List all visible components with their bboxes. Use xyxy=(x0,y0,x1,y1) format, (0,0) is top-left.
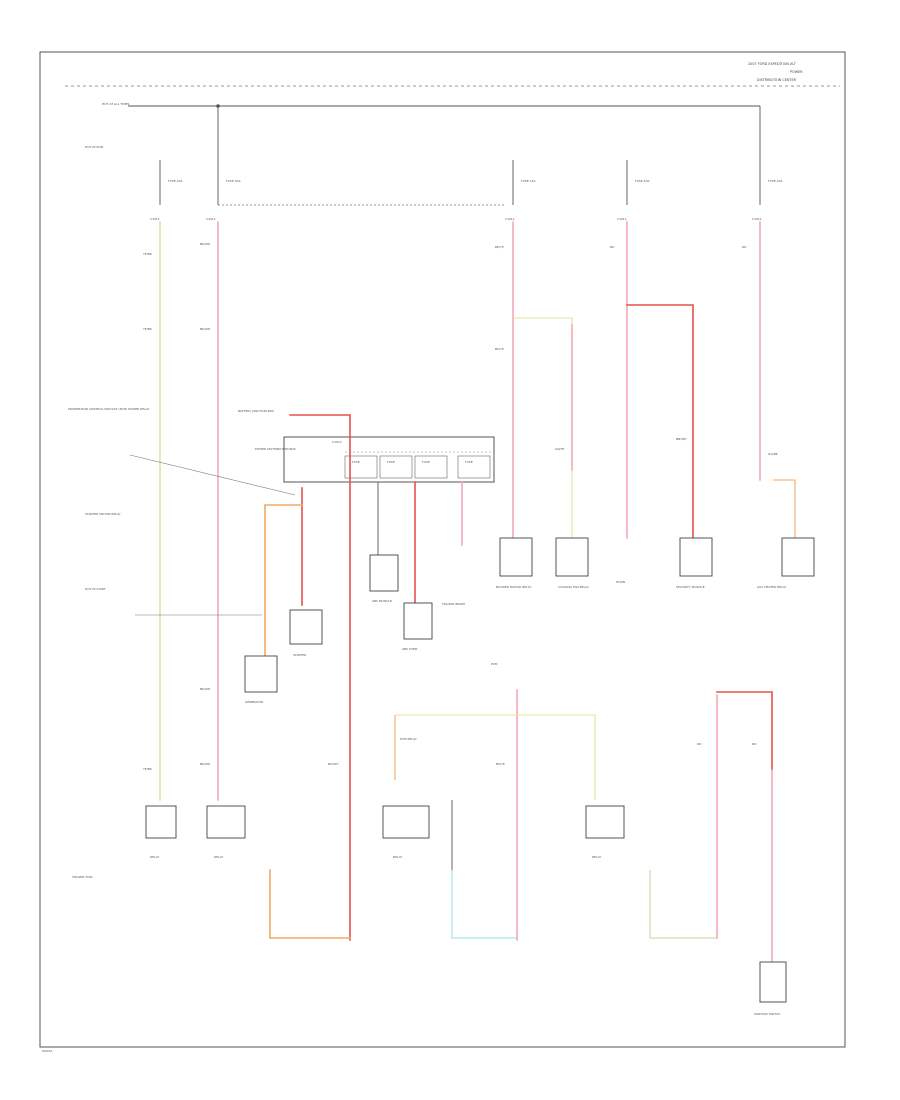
aux-heater-component xyxy=(781,537,815,577)
wire-red-junction-feed xyxy=(289,414,351,941)
fuse-2-label: FUSE 30A xyxy=(226,179,241,183)
wire-orange-bottom-loop xyxy=(269,869,351,939)
aux-heater-label: AUX HEATER RELAY xyxy=(757,585,787,589)
footer-code: W0001 xyxy=(42,1049,53,1053)
fuse-3-label: FUSE 15A xyxy=(521,179,536,183)
junction-sub: C1012 xyxy=(332,440,342,444)
wire-code-lower-6: RD xyxy=(752,742,757,746)
relay-a-label: RELAY xyxy=(150,855,160,859)
fuse-column-2: FUSE 30A C1011 xyxy=(206,165,241,221)
wire-cyan-bottom-loop xyxy=(451,870,517,939)
wire-code-lower-4: BK/YE xyxy=(496,762,505,766)
fuse-4-conn: C1011 xyxy=(617,217,627,221)
wire-code-col3-2: BK/YE xyxy=(495,347,504,351)
wire-code-lower-1: BU/WH xyxy=(328,762,339,766)
header-line-1: 2007 FORD EXPEDITION XLT xyxy=(748,62,797,66)
wire-code-left-2: YE/BK xyxy=(143,327,153,331)
wire-code-col2-2: BK/WH xyxy=(200,327,210,331)
wire-code-lower-2: BK/WH xyxy=(200,762,210,766)
fuse-3-conn: C1011 xyxy=(505,217,515,221)
diagram-frame xyxy=(39,51,846,1048)
hot-at-all-times-label: HOT AT ALL TIMES xyxy=(102,102,130,106)
wire-orange-col-5b xyxy=(773,479,796,538)
bus-node xyxy=(216,104,220,108)
abs-pump-component xyxy=(403,602,433,640)
junction-title: POWER DISTRIBUTION BOX xyxy=(255,447,296,451)
trailer-tow-note: TRAILER TOW xyxy=(71,875,93,879)
pcm-label: PCM xyxy=(491,662,498,666)
abs-pump-label: ABS PUMP xyxy=(402,647,418,651)
wire-code-col5-2: OG/BK xyxy=(768,452,779,456)
wire-red-right-top xyxy=(716,691,773,771)
wire-code-lower-3: YE/BK xyxy=(143,767,153,771)
fuse-column-4: FUSE 40A C1011 xyxy=(617,160,650,221)
fuse-5-label: FUSE 20A xyxy=(768,179,783,183)
relay-a-component xyxy=(145,805,177,839)
junction-cell-4: FUSE xyxy=(465,460,473,464)
wire-red-col-4b xyxy=(626,304,694,539)
cooling-fan-component xyxy=(555,537,589,577)
hot-in-run-label: HOT IN RUN xyxy=(85,145,103,149)
generator-component xyxy=(244,655,278,693)
header-line-3: DISTRIBUTION CENTER xyxy=(757,78,797,82)
wire-orange-generator xyxy=(264,504,303,656)
relay-b-label: RELAY xyxy=(214,855,224,859)
wire-code-col3-3: GN/YE xyxy=(555,447,564,451)
starter-component xyxy=(289,609,323,645)
left-note-1-leader xyxy=(129,454,296,496)
abs-module-component xyxy=(369,554,399,592)
cooling-fan-label: COOLING FAN RELAY xyxy=(558,585,589,589)
fuse-column-3: FUSE 15A C1011 xyxy=(505,160,536,221)
fuse-column-1: FUSE 20A C1011 xyxy=(150,160,183,221)
header-line-2: POWER xyxy=(790,70,803,74)
left-note-3: HOT IN START xyxy=(85,587,106,591)
left-note-2: STARTER MOTOR RELAY xyxy=(85,512,121,516)
fuse-1-label: FUSE 20A xyxy=(168,179,183,183)
junction-feed-label: BATTERY JUNCTION BOX xyxy=(238,409,274,413)
junction-cells: FUSE FUSE FUSE FUSE xyxy=(344,455,491,479)
pcm-relay-note: PCM RELAY xyxy=(400,737,417,741)
fuse-1-conn: C1011 xyxy=(150,217,160,221)
relay-c-component xyxy=(382,805,430,839)
ignition-switch-component xyxy=(759,961,787,1003)
relay-d-label: RELAY xyxy=(592,855,602,859)
junction-cell-3: FUSE xyxy=(422,460,430,464)
wire-code-col3-1: BK/YE xyxy=(495,245,504,249)
generator-label: GENERATOR xyxy=(245,700,263,704)
wire-code-col4-1: RD xyxy=(610,245,615,249)
wire-code-col2-3: BK/WH xyxy=(200,687,210,691)
wire-code-col5-1: RD xyxy=(742,245,747,249)
relay-c-label: RELAY xyxy=(393,855,403,859)
wire-code-lower-5: RD xyxy=(697,742,702,746)
junction-cell-2: FUSE xyxy=(387,460,395,464)
fuse-column-5: FUSE 20A C1011 xyxy=(752,165,783,221)
fuse-4-label: FUSE 40A xyxy=(635,179,650,183)
fuse-2-conn: C1011 xyxy=(206,217,216,221)
blower-relay-component xyxy=(499,537,533,577)
wire-olive-bottom-loop xyxy=(649,870,717,939)
wire-yellow-col-3b xyxy=(513,317,573,538)
left-note-1: POWERTRAIN CONTROL MODULE (PCM) POWER RE… xyxy=(68,407,150,411)
junction-box xyxy=(283,436,495,483)
starter-label: STARTER xyxy=(293,653,306,657)
blower-relay-label: BLOWER MOTOR RELAY xyxy=(496,585,532,589)
horn-label: HORN xyxy=(616,580,625,584)
wire-yellow-mid-h xyxy=(395,714,596,800)
security-module-component xyxy=(679,537,713,577)
relay-d-component xyxy=(585,805,625,839)
wire-code-col2-1: BK/WH xyxy=(200,242,210,246)
trailer-brake-label: TRAILER BRAKE xyxy=(441,602,465,606)
fuse-5-conn: C1011 xyxy=(752,217,762,221)
wire-code-left-1: YE/BK xyxy=(143,252,153,256)
ignition-switch-label: IGNITION SWITCH xyxy=(754,1012,780,1016)
junction-cell-1: FUSE xyxy=(352,460,360,464)
relay-b-component xyxy=(206,805,246,839)
abs-module-label: ABS MODULE xyxy=(372,599,392,603)
security-module-label: SECURITY MODULE xyxy=(676,585,705,589)
wire-code-col4-2: BN/WH xyxy=(676,437,687,441)
